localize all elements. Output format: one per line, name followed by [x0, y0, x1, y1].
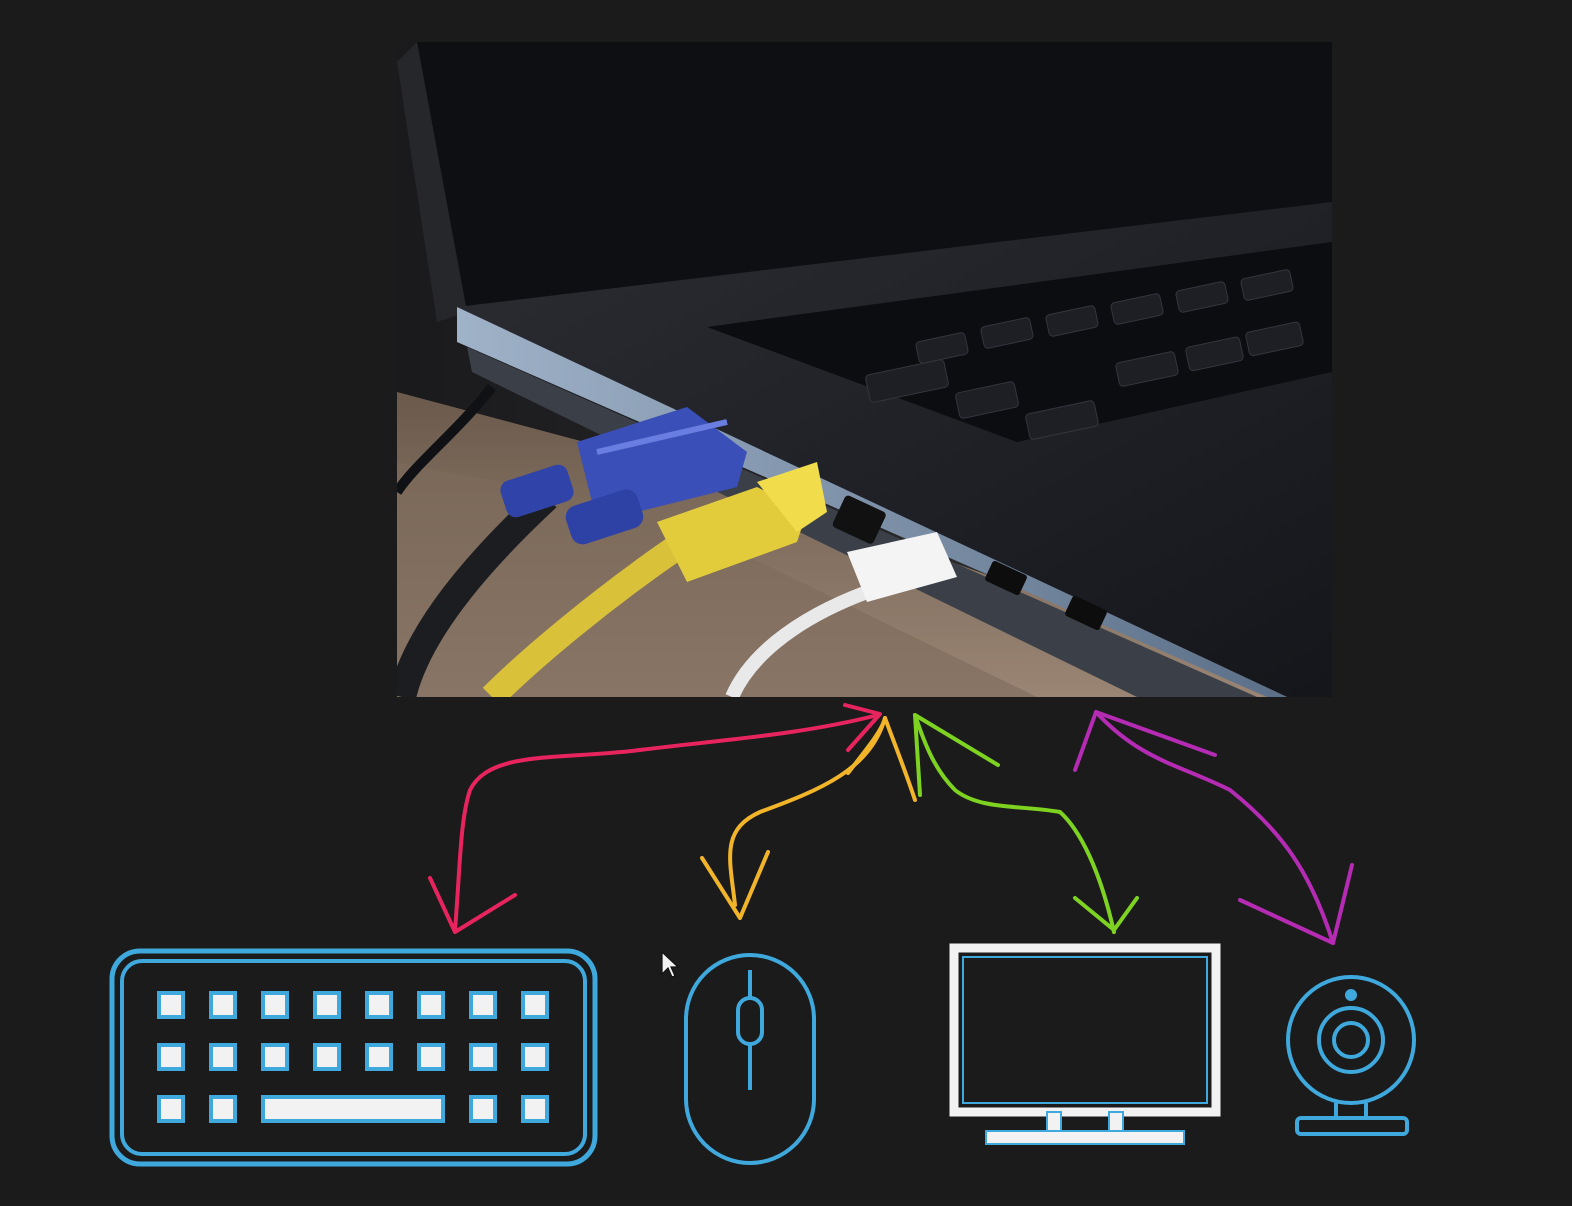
mouse-icon	[684, 953, 816, 1165]
laptop-screen	[417, 42, 1332, 312]
cursor-icon	[661, 950, 680, 978]
usb-cable	[725, 532, 957, 697]
keyboard-icon	[109, 948, 598, 1167]
webcam-icon	[1286, 975, 1416, 1136]
black-cable	[397, 486, 557, 697]
arrow-keyboard	[428, 703, 882, 934]
arrow-webcam	[1073, 710, 1354, 945]
ethernet-cable	[482, 462, 827, 697]
laptop-photo	[397, 42, 1332, 697]
vga-connector	[500, 407, 747, 545]
arrow-mouse	[700, 716, 917, 920]
laptop-keyboard	[707, 242, 1332, 442]
arrow-monitor	[913, 713, 1139, 934]
monitor-icon	[949, 943, 1221, 1145]
